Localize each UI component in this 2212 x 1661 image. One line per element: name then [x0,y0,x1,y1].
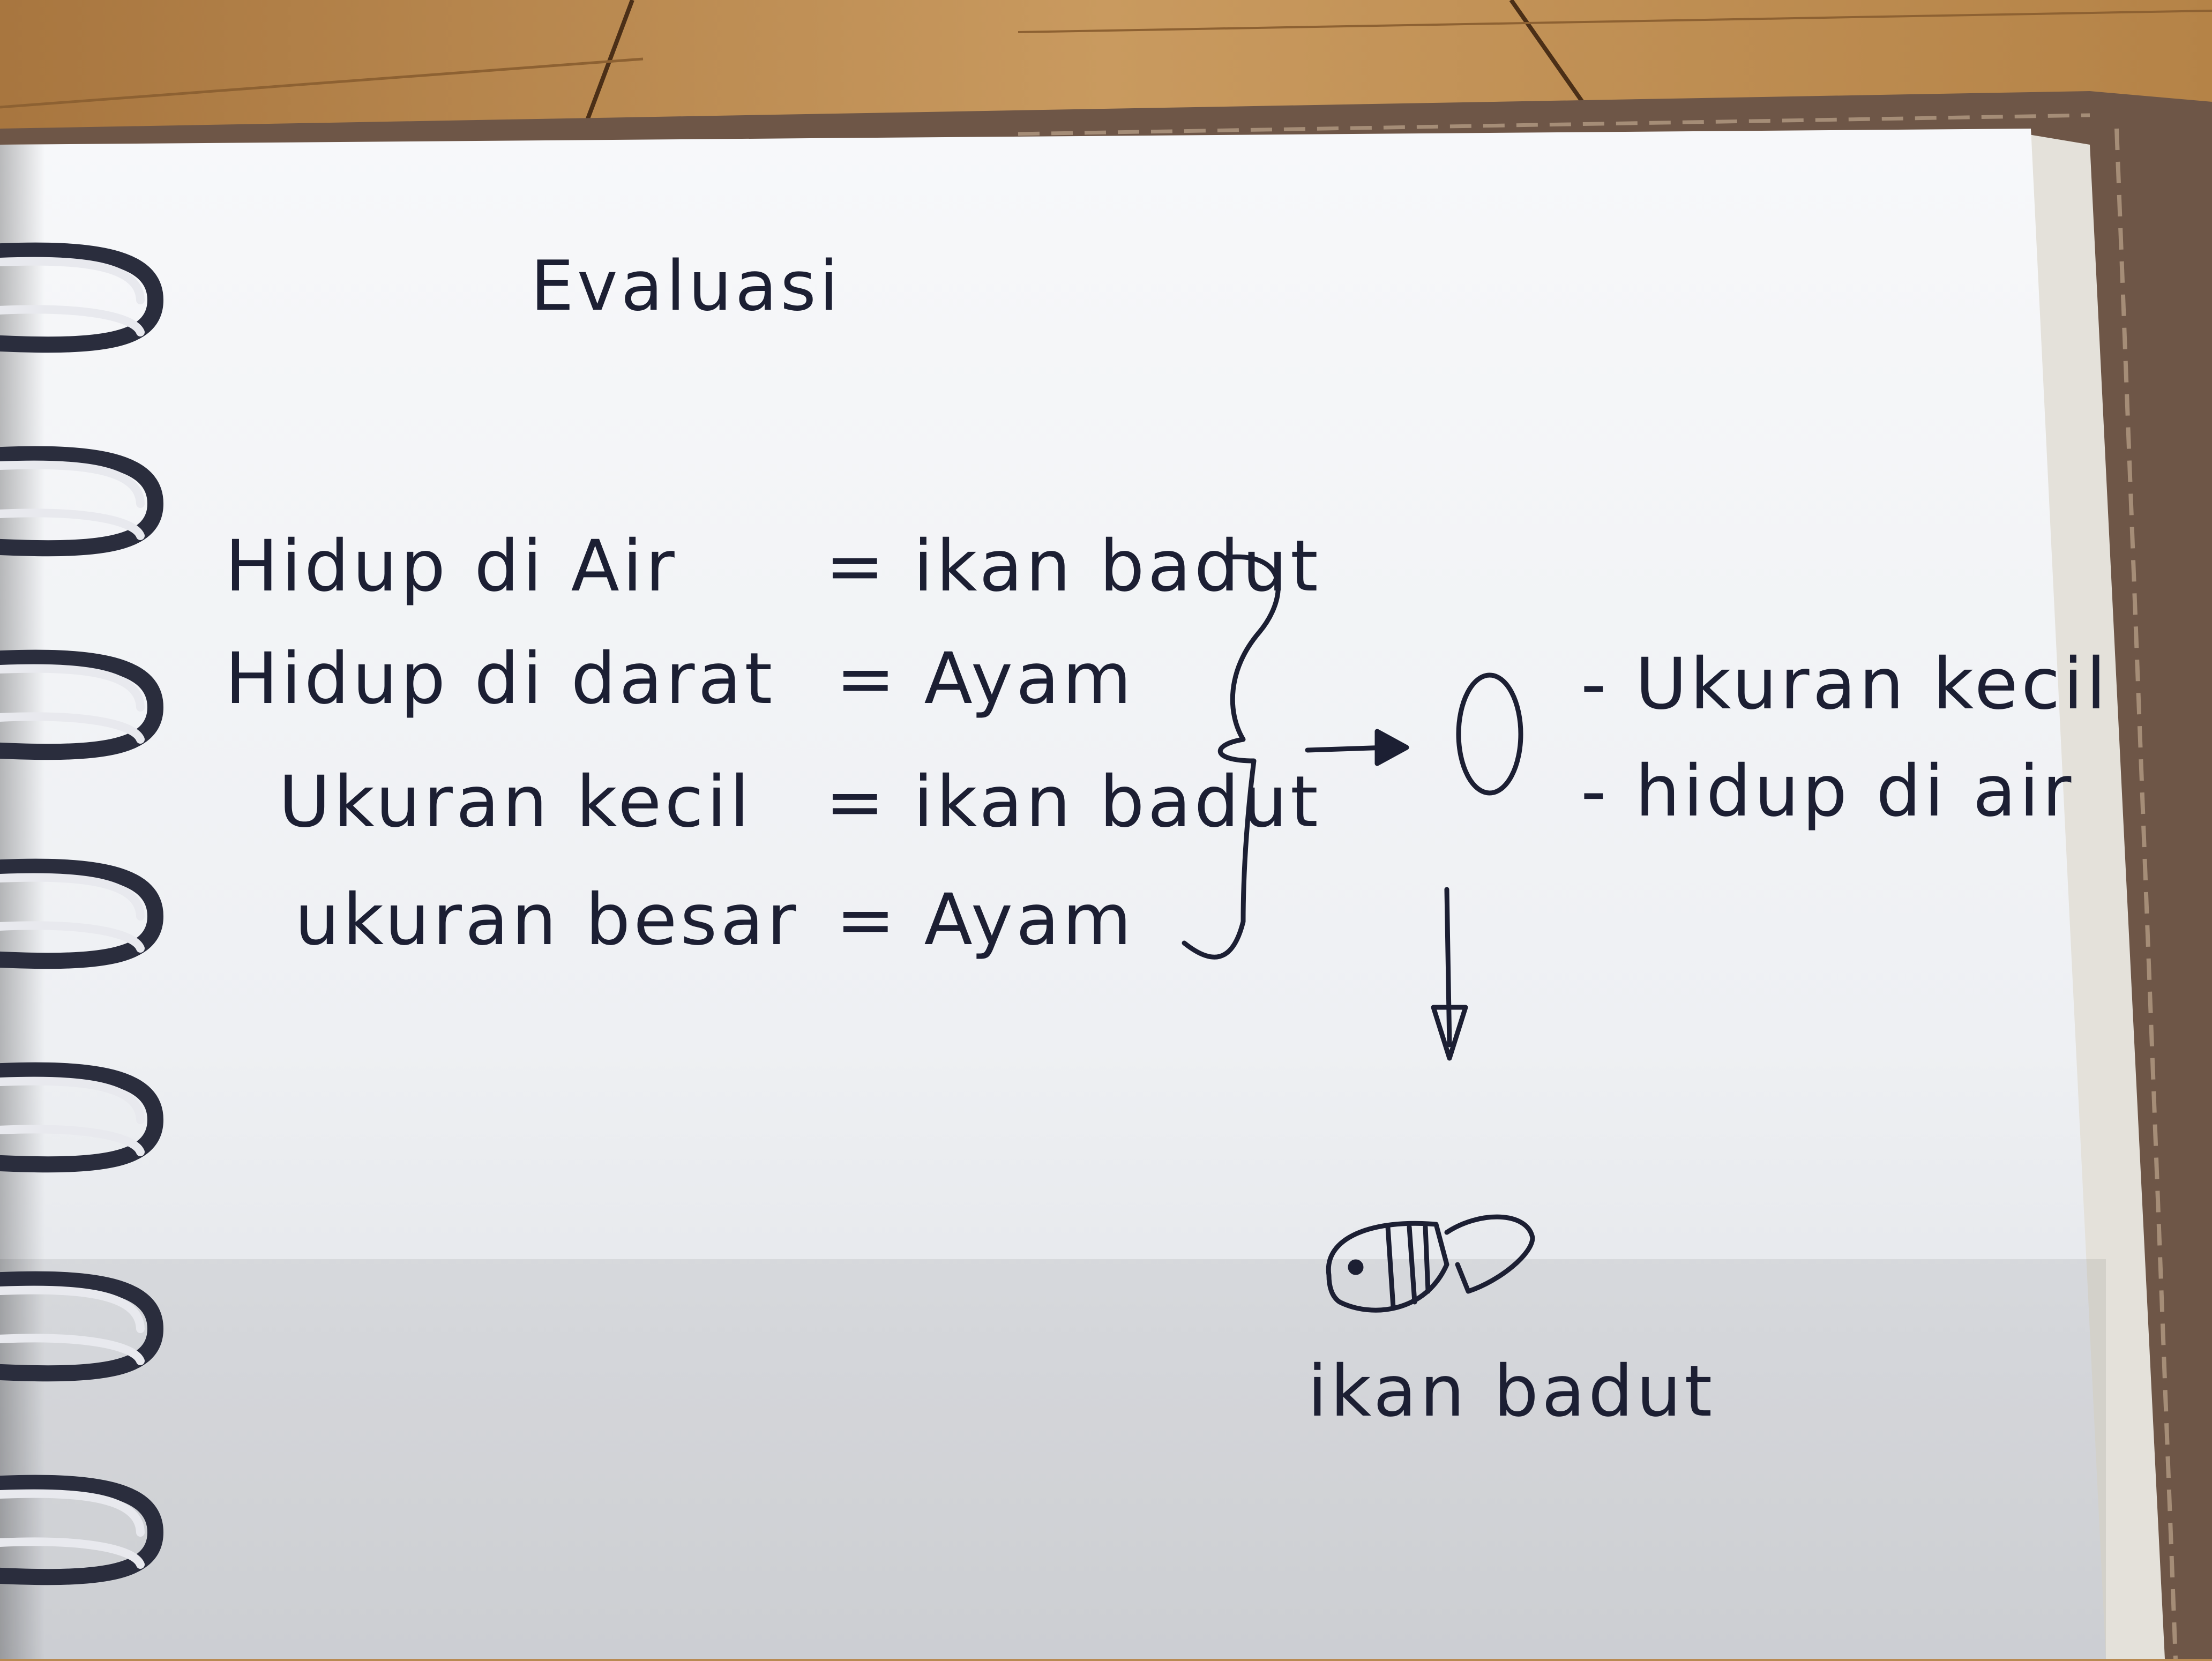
answer-row-2: = Ayam [836,638,1135,720]
ink-drawings [1182,554,1535,1313]
right-arrow-head [1374,729,1409,766]
result-trait-2: - hidup di air [1581,750,2075,833]
curly-brace [1182,554,1281,960]
page-shadow [0,145,375,1659]
notebook-page [0,129,2106,1659]
criterion-row-4: ukuran besar [295,879,799,961]
criterion-row-2: Hidup di darat [225,638,776,720]
group-circle [1456,672,1523,796]
drawing-caption: ikan badut [1307,1350,1716,1433]
wood-seam [1018,10,2212,33]
down-arrow [1444,887,1452,1048]
criterion-row-1: Hidup di Air [225,525,678,608]
clownfish-drawing [1326,1214,1535,1313]
answer-row-4: = Ayam [836,879,1135,961]
spiral-binding [0,242,164,1585]
page-stack-edge [2026,134,2165,1659]
right-arrow [1305,745,1391,753]
down-arrow-head [1431,1005,1468,1061]
answer-row-1: = ikan badut [825,525,1321,608]
answer-row-3: = ikan badut [825,761,1321,843]
wood-seam [1509,0,1588,109]
result-trait-1: - Ukuran kecil [1581,643,2109,725]
page-title: Evaluasi [530,246,842,326]
cover-stitch [1018,113,2090,136]
bottom-shadow [0,1259,2106,1659]
cover-stitch [2114,128,2178,1659]
criterion-row-3: Ukuran kecil [279,761,753,843]
wood-seam [0,57,644,109]
